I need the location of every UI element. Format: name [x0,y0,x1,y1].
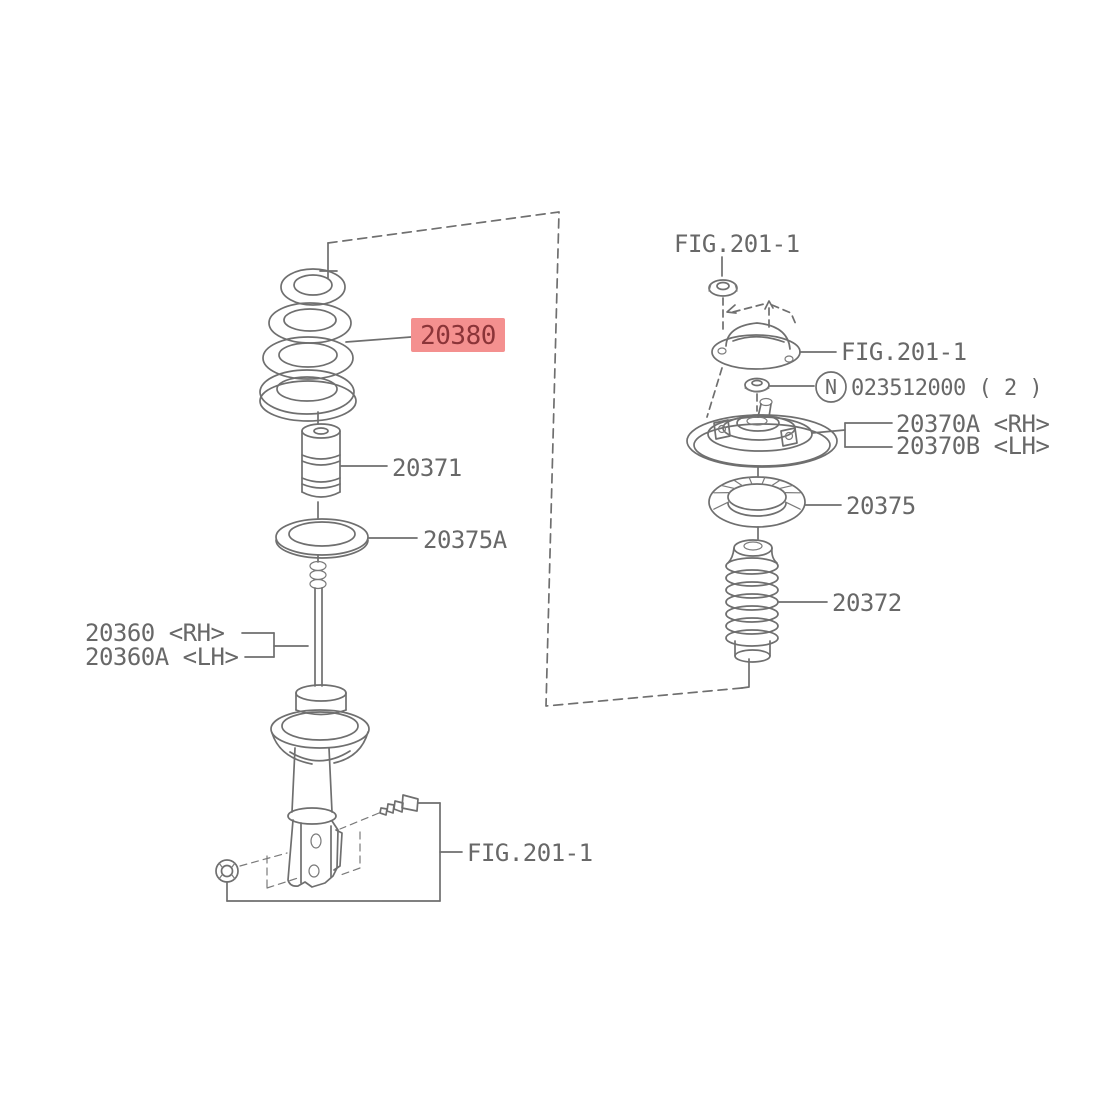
part-label-20360-lh[interactable]: 20360A <LH> [85,643,239,671]
strut-mount-drawing [686,397,838,478]
rubber-seat-drawing [708,476,806,528]
cap-drawing [711,322,801,370]
lock-nut-drawing [744,377,770,412]
upper-spring-seat-drawing [275,518,369,559]
exploded-boundary [319,211,750,707]
n-circle-icon [815,371,847,403]
strut-rod-drawing [309,554,327,687]
fig-ref-cap[interactable]: FIG.201-1 [841,338,967,366]
part-label-20372[interactable]: 20372 [832,589,902,617]
fig-ref-knuckle[interactable]: FIG.201-1 [467,839,593,867]
callout-fig201-top: FIG.201-1 [674,230,800,277]
part-label-20370A-rh[interactable]: 20370A <RH> [896,410,1050,438]
locknut-prefix: N [825,375,837,399]
callout-fig201-cap: FIG.201-1 [799,338,967,366]
part-label-023512000[interactable]: 023512000 ( 2 ) [851,376,1043,401]
callout-20370: 20370A <RH> 20370B <LH> [811,410,1050,460]
highlight-box[interactable] [411,318,505,352]
highlight-callout-20380[interactable]: 20380 [345,318,505,352]
callout-20375: 20375 [804,492,916,520]
dust-cover-drawing [725,526,779,663]
part-label-20371[interactable]: 20371 [392,454,462,482]
strut-body-drawing [270,684,370,888]
callout-20375A: 20375A [368,526,508,554]
coil-spring-drawing [259,268,357,422]
cap-ghost-outline [706,297,798,418]
callout-20360: 20360 <RH> 20360A <LH> [85,619,309,671]
fig-ref-top[interactable]: FIG.201-1 [674,230,800,258]
callout-locknut: N 023512000 ( 2 ) [768,371,1043,403]
clamp-nut-drawing [215,852,299,889]
top-nut-drawing [708,279,738,297]
part-label-20375A[interactable]: 20375A [423,526,508,554]
bump-stop-drawing [301,411,341,519]
clamp-bolt-drawing [337,794,419,877]
callout-20372: 20372 [778,589,902,617]
callout-fig201-knuckle: FIG.201-1 [226,802,593,902]
callout-20371: 20371 [340,454,462,482]
part-label-20380[interactable]: 20380 [420,321,496,351]
part-label-20360-rh[interactable]: 20360 <RH> [85,619,225,647]
part-label-20375[interactable]: 20375 [846,492,916,520]
part-label-20370B-lh[interactable]: 20370B <LH> [896,432,1050,460]
